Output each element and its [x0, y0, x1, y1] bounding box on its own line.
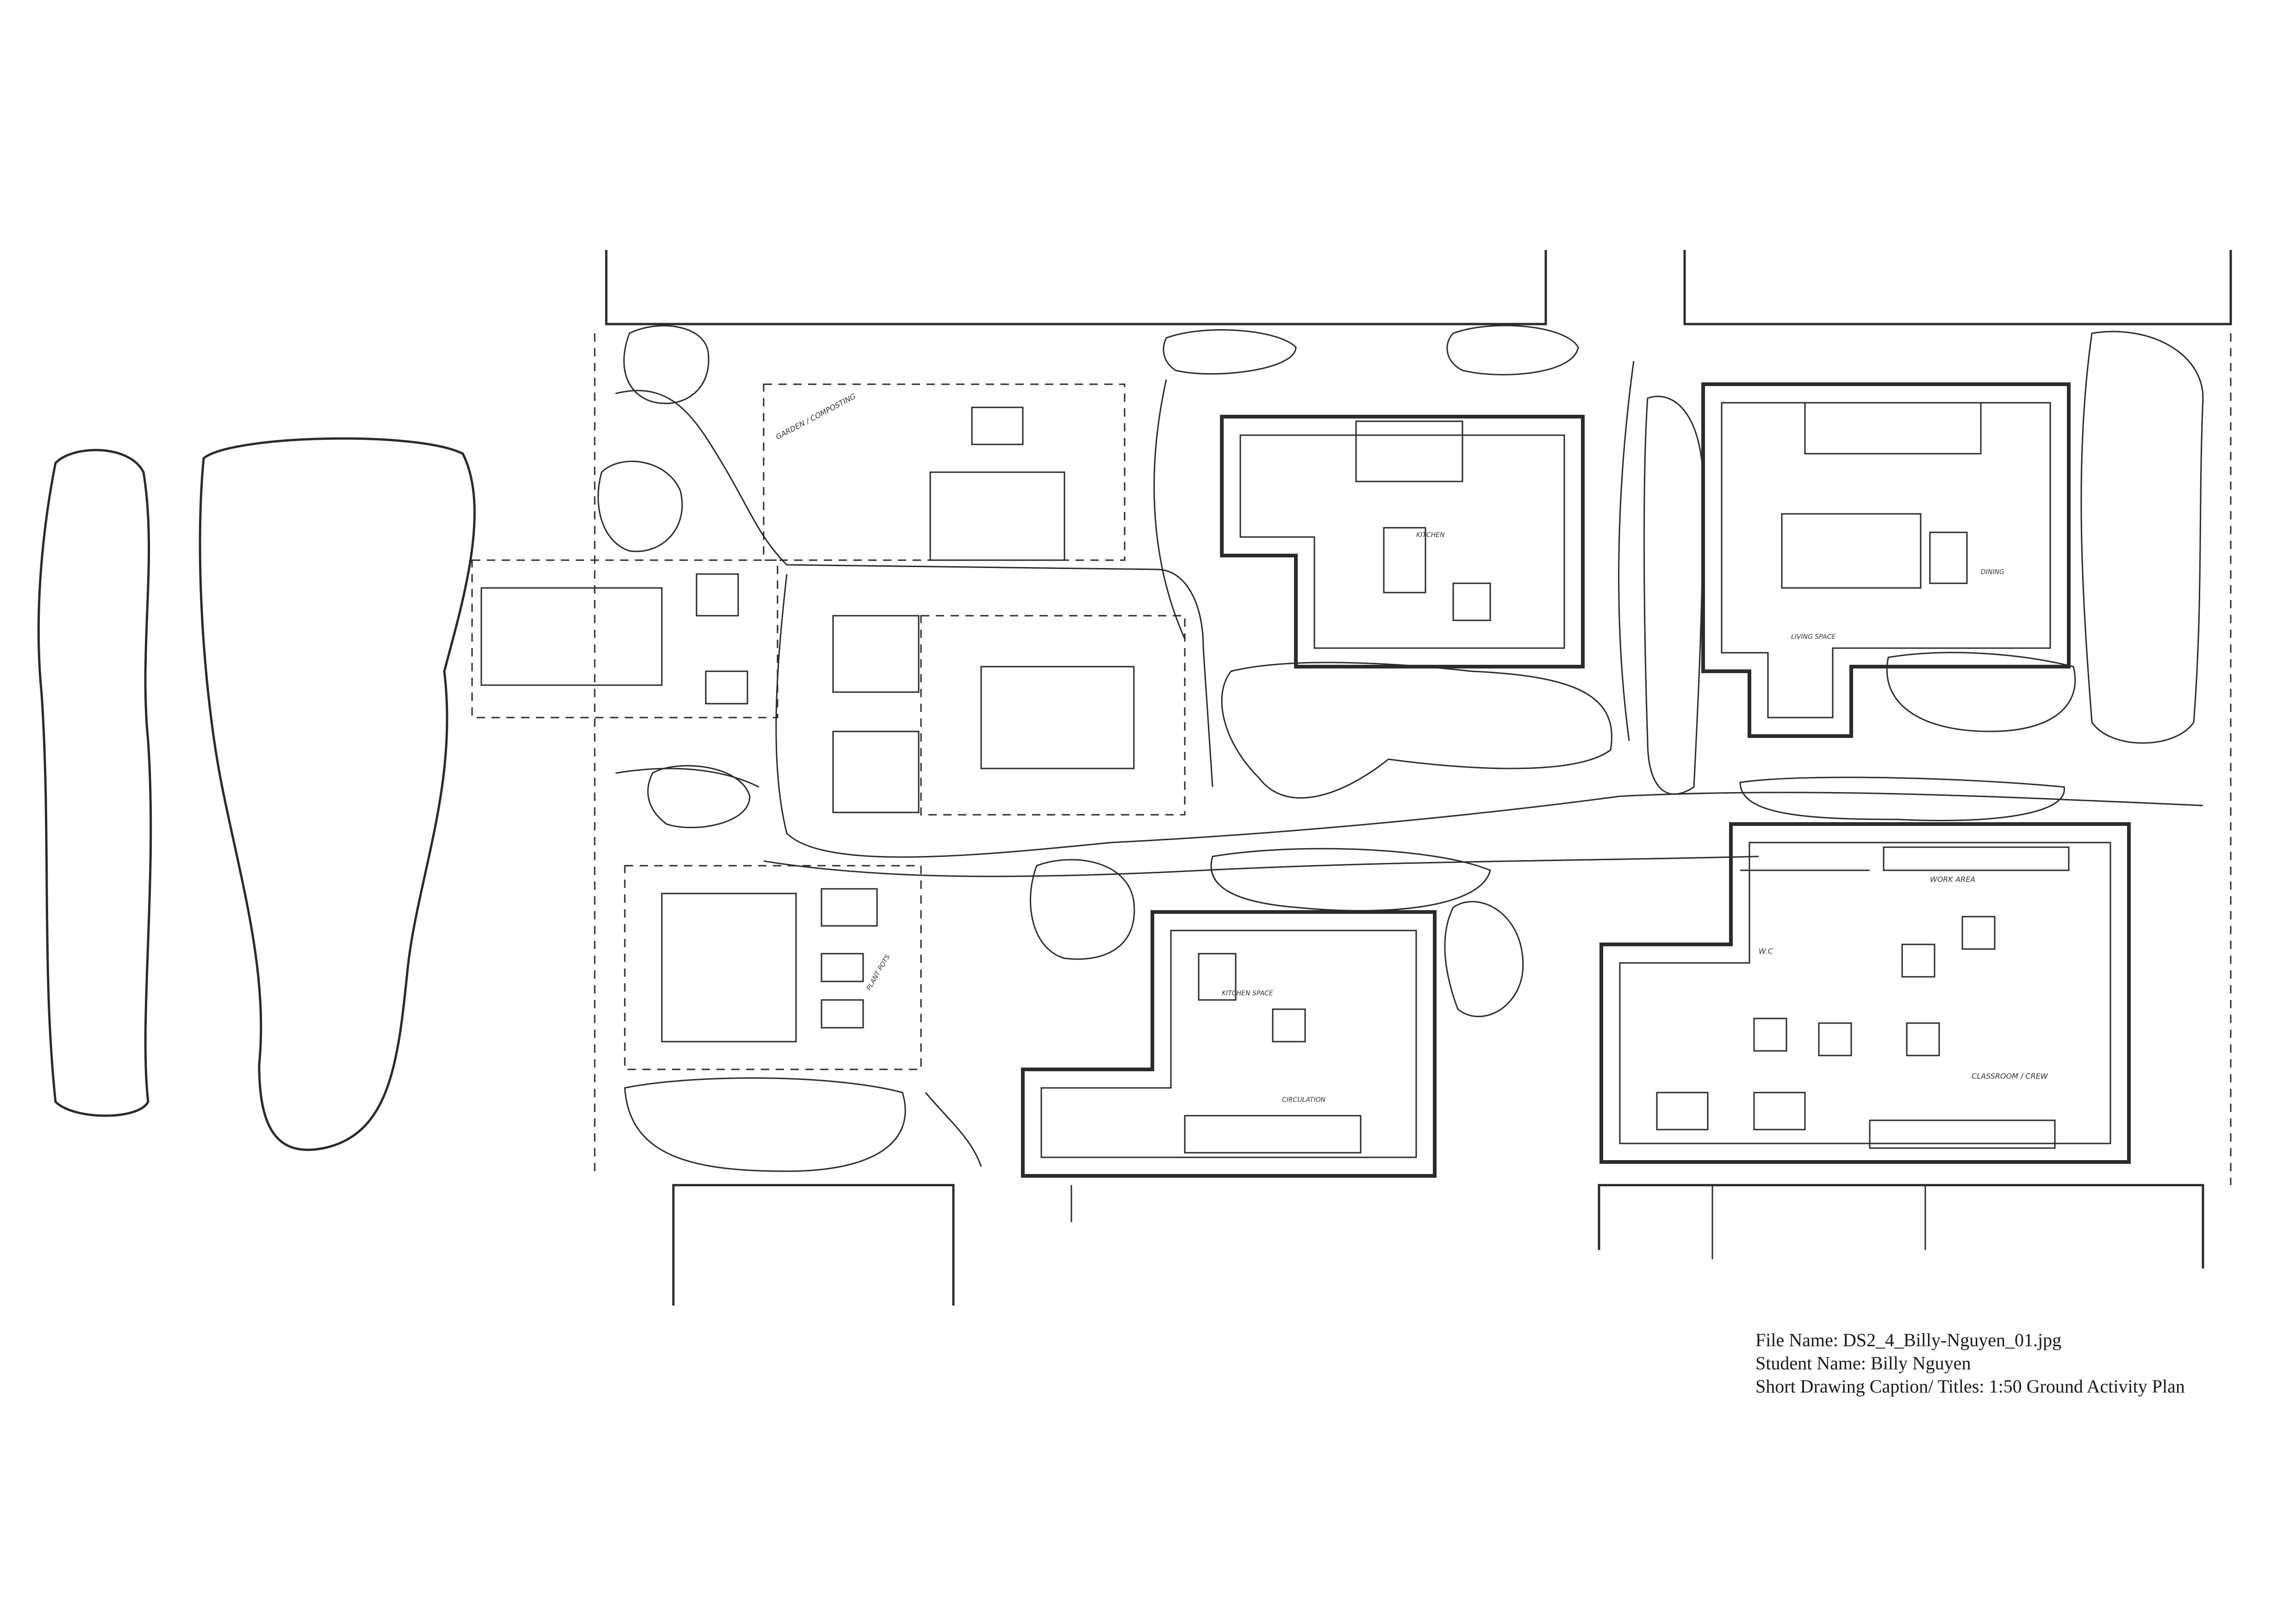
- drawing-caption: File Name: DS2_4_Billy-Nguyen_01.jpg Stu…: [1755, 1329, 2185, 1398]
- drawing-title-text: Short Drawing Caption/ Titles: 1:50 Grou…: [1755, 1376, 2185, 1397]
- outdoor-tables: [696, 406, 1024, 927]
- garden-beds: [471, 383, 1186, 1070]
- garden-paths: [615, 361, 2203, 1167]
- label-kitchen: KITCHEN: [1416, 531, 1445, 539]
- label-plant-pots: PLANT POTS: [865, 953, 892, 992]
- building-kitchen: [1021, 910, 1437, 1178]
- label-dining: DINING: [1981, 568, 2004, 576]
- file-name-text: File Name: DS2_4_Billy-Nguyen_01.jpg: [1755, 1330, 2062, 1350]
- label-circulation: CIRCULATION: [1282, 1096, 1326, 1104]
- building-living-space-2: [1701, 382, 2071, 738]
- label-living-space: LIVING SPACE: [1791, 633, 1836, 641]
- building-classroom: [1599, 822, 2131, 1164]
- site-boundaries: [594, 250, 2232, 1305]
- label-classroom: CLASSROOM / CREW: [1972, 1072, 2048, 1081]
- label-wc: W.C: [1759, 947, 1773, 956]
- label-kitchen-space: KITCHEN SPACE: [1222, 990, 1273, 997]
- label-garden-composting: GARDEN / COMPOSTING: [774, 392, 858, 442]
- student-name-text: Student Name: Billy Nguyen: [1755, 1353, 1971, 1374]
- room-labels: GARDEN / COMPOSTING LIVING SPACE KITCHEN…: [774, 392, 2048, 1104]
- label-work-area: WORK AREA: [1930, 875, 1975, 884]
- building-living-space-1: [1220, 415, 1585, 668]
- tree-clusters: [37, 325, 2204, 1172]
